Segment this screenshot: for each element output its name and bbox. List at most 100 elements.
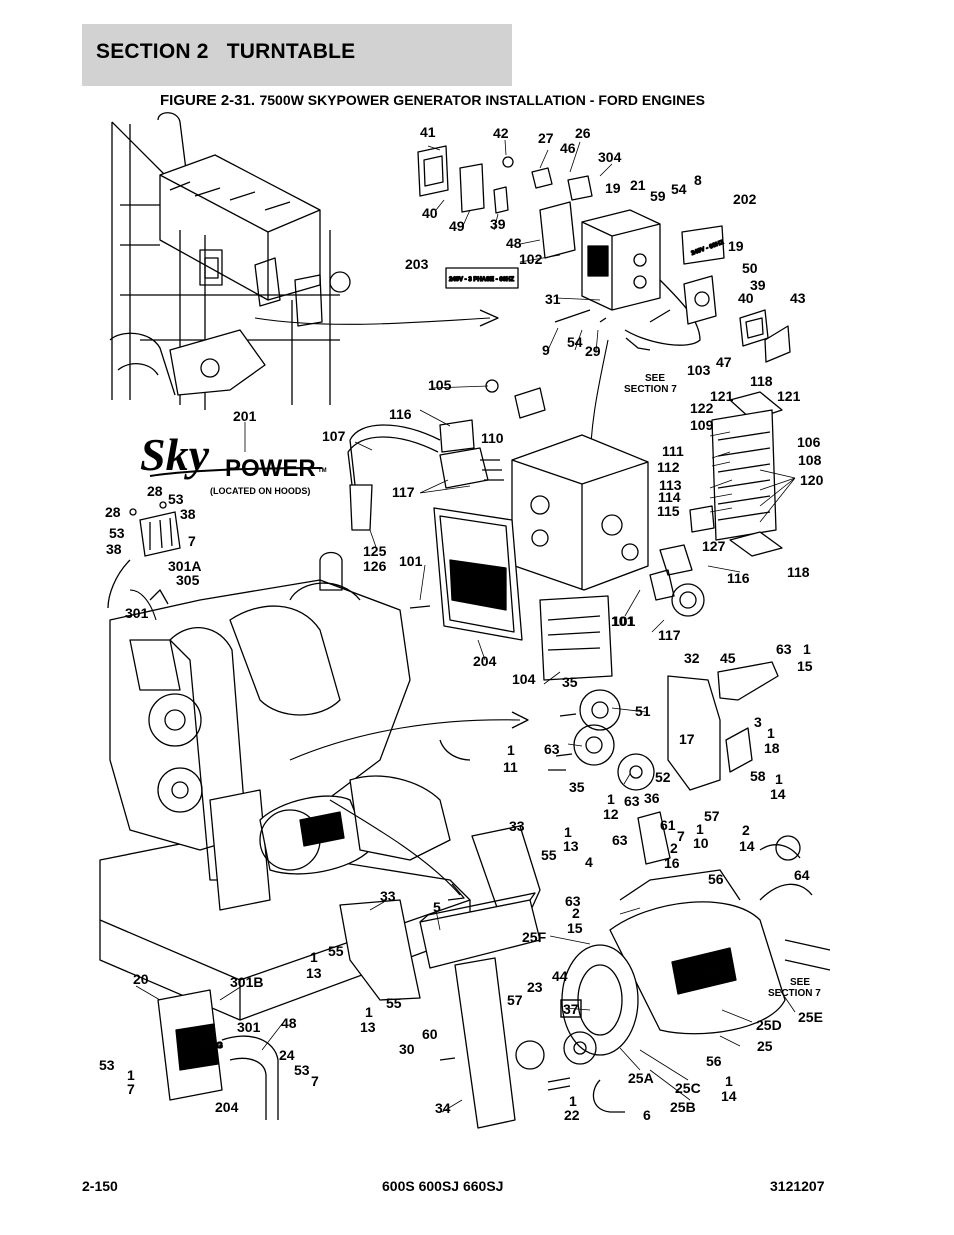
callout: 43	[790, 290, 806, 306]
callout: 12	[603, 806, 619, 822]
engine-assembly-illustration	[99, 551, 529, 1021]
callout: 25B	[670, 1099, 696, 1115]
callout: 35	[562, 674, 578, 690]
callout: 2	[572, 905, 580, 921]
callout: 122	[690, 400, 714, 416]
callout: 40	[738, 290, 754, 306]
callout: 14	[721, 1088, 737, 1104]
callout: 17	[679, 731, 695, 747]
callout: 1	[696, 821, 704, 837]
callout: 28	[105, 504, 121, 520]
callout: 7	[188, 533, 196, 549]
callout: 53	[109, 525, 125, 541]
callout: 125	[363, 543, 387, 559]
callout: 14	[770, 786, 786, 802]
callout: 38	[106, 541, 122, 557]
terminal-strip-illustration	[689, 391, 783, 557]
callout: 2	[670, 840, 678, 856]
callout: 60	[422, 1026, 438, 1042]
callout: 13	[306, 965, 322, 981]
decal-202-text: 240V - 60HZ	[691, 240, 725, 257]
callout: 53	[294, 1062, 310, 1078]
see-section-7-upper: SEE SECTION 7	[624, 373, 677, 395]
callout: 3	[754, 714, 762, 730]
see-label-lower: SEE	[790, 977, 810, 988]
callout: 64	[794, 867, 810, 883]
callout: 33	[509, 818, 525, 834]
callout: 63	[544, 741, 560, 757]
callout: 31	[545, 291, 561, 307]
callout: 5	[433, 899, 441, 915]
callout: 110	[481, 430, 504, 446]
callout: 63	[624, 793, 640, 809]
callout: 105	[428, 377, 452, 393]
callout: 301B	[230, 974, 263, 990]
callout: 21	[630, 177, 646, 193]
section-title: SECTION 2 TURNTABLE	[96, 40, 356, 63]
callout: 304	[598, 149, 622, 165]
callout: 126	[363, 558, 387, 574]
callout: 120	[800, 472, 824, 488]
callout: 25D	[756, 1017, 782, 1033]
leader-lines	[135, 139, 796, 1113]
callout: 1	[767, 725, 775, 741]
callout: 24	[279, 1047, 295, 1063]
callout: 6	[643, 1107, 651, 1123]
see-section-7-lower: SEE SECTION 7	[768, 977, 821, 999]
callout: 30	[399, 1041, 415, 1057]
callout: 14	[739, 838, 755, 854]
callout: 39	[490, 216, 506, 232]
callout: 29	[585, 343, 601, 359]
callout: 1	[310, 949, 318, 965]
callout: 52	[655, 769, 671, 785]
callout: 8	[694, 172, 702, 188]
callout: 25C	[675, 1080, 701, 1096]
callout: 25F	[522, 929, 547, 945]
callout: 305	[176, 572, 200, 588]
callout: 53	[99, 1057, 115, 1073]
callout: 36	[644, 790, 660, 806]
callout: 117	[392, 484, 415, 500]
callout: 57	[704, 808, 720, 824]
callout: 116	[389, 406, 412, 422]
callout: 10	[693, 835, 709, 851]
callout: 50	[742, 260, 758, 276]
callout: 55	[541, 847, 557, 863]
mounting-brackets-illustration: WARNING	[157, 661, 779, 1129]
callout: 15	[797, 658, 813, 674]
callout: 45	[720, 650, 736, 666]
callout: 117	[658, 627, 681, 643]
callout: 19	[605, 180, 621, 196]
callout: 204	[473, 653, 497, 669]
callout: 55	[386, 995, 402, 1011]
callout: 109	[690, 417, 714, 433]
callout: 1	[569, 1093, 577, 1109]
callout: 61	[660, 817, 676, 833]
callout: 114	[658, 489, 681, 505]
generator-box-illustration: WARNING	[347, 379, 705, 681]
callout: 39	[750, 277, 766, 293]
warning-label-box: WARNING	[184, 1041, 223, 1050]
callout: 18	[764, 740, 780, 756]
figure-title: 7500W SKYPOWER GENERATOR INSTALLATION - …	[259, 92, 705, 108]
callout: 19	[728, 238, 744, 254]
callout: 104	[512, 671, 536, 687]
callout: 41	[420, 124, 436, 140]
callout: 1	[775, 771, 783, 787]
platform-control-box-illustration	[109, 112, 499, 410]
callout: 112	[657, 459, 680, 475]
warning-label-generator: WARNING	[688, 969, 727, 978]
section-7-label-lower: SECTION 7	[768, 988, 821, 999]
callout: 26	[575, 125, 591, 141]
callout: 1	[507, 742, 515, 758]
callout: 115	[657, 503, 680, 519]
callout: 11	[503, 759, 518, 775]
callout: 111	[662, 443, 684, 459]
callout: 54	[567, 334, 583, 350]
skypower-logo: Sky POWER TM (LOCATED ON HOODS)	[140, 429, 327, 496]
callout: 1	[607, 791, 615, 807]
callout: 7	[677, 828, 685, 844]
callout: 101	[612, 613, 636, 629]
callout: 301A	[168, 558, 201, 574]
callout: 22	[564, 1107, 580, 1123]
